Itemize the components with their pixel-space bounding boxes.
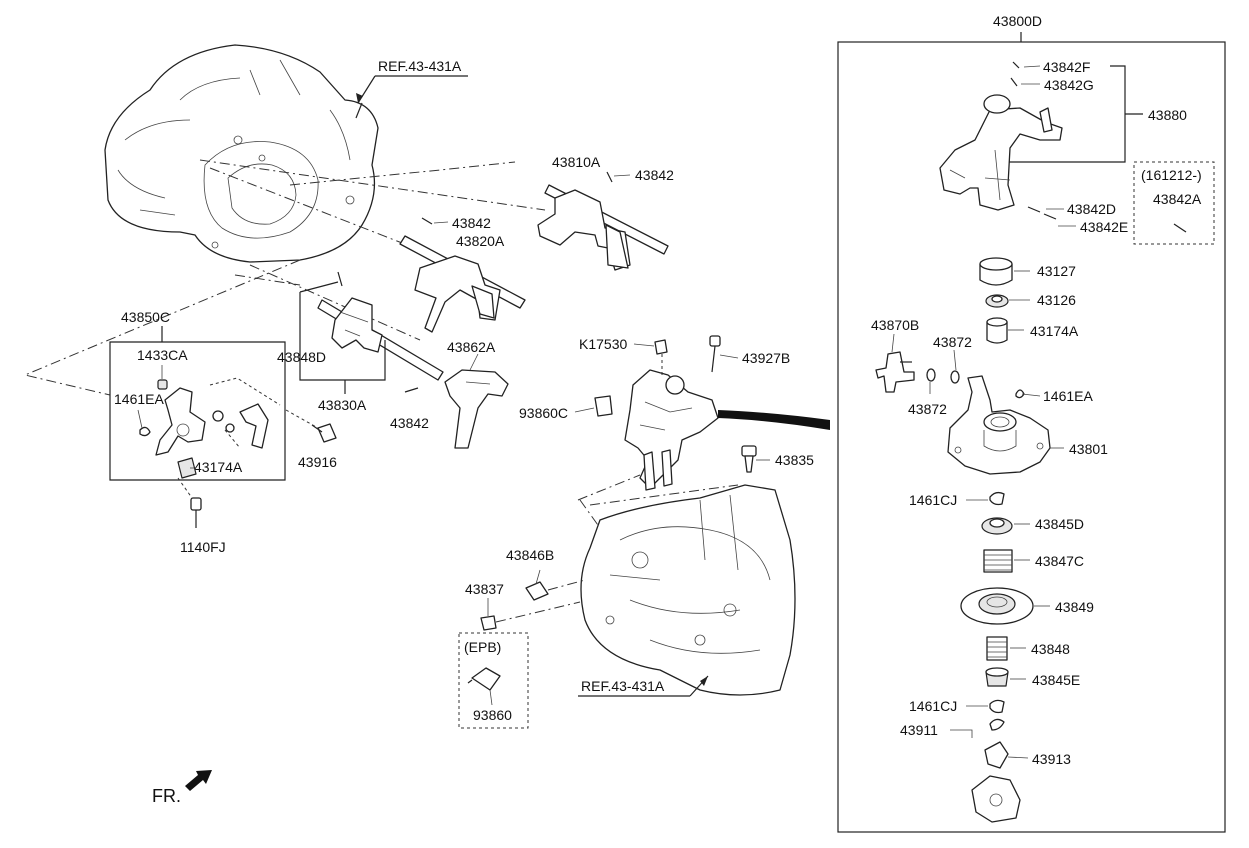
retainer-43845e xyxy=(985,667,1026,687)
spring-43848 xyxy=(986,636,1026,661)
sleeve-43174a-right xyxy=(986,317,1024,344)
clip-1461cj-a xyxy=(966,491,1005,506)
label-43126: 43126 xyxy=(1037,292,1076,308)
label-43837: 43837 xyxy=(465,581,504,597)
label-43842-a: 43842 xyxy=(635,167,674,183)
label-43847C: 43847C xyxy=(1035,553,1084,569)
label-43800D: 43800D xyxy=(993,13,1042,29)
shift-rail-43820a xyxy=(399,235,526,333)
label-43174A-right: 43174A xyxy=(1030,323,1079,339)
bolt-k17530 xyxy=(633,339,668,378)
plug-43837 xyxy=(480,598,581,631)
label-43820A: 43820A xyxy=(456,233,505,249)
ref-label-bottom: REF.43-431A xyxy=(578,675,709,697)
shift-lever-43880 xyxy=(939,94,1063,211)
label-43862A: 43862A xyxy=(447,339,496,355)
label-EPB: (EPB) xyxy=(464,639,501,655)
front-direction-arrow-icon xyxy=(185,770,212,791)
pin-43842-a xyxy=(606,171,631,183)
label-1461EA-left: 1461EA xyxy=(114,391,164,407)
seal-43126 xyxy=(985,294,1030,308)
bushing-43127 xyxy=(979,257,1030,286)
label-43842-c: 43842 xyxy=(390,415,429,431)
label-43845D: 43845D xyxy=(1035,516,1084,532)
bolt-43916 xyxy=(285,409,337,443)
label-43127: 43127 xyxy=(1037,263,1076,279)
orings-43872 xyxy=(926,349,960,394)
label-1461CJ-a: 1461CJ xyxy=(909,492,957,508)
label-43842D: 43842D xyxy=(1067,201,1116,217)
label-1461CJ-b: 1461CJ xyxy=(909,698,957,714)
bolt-43927b xyxy=(709,335,739,373)
bracket-bottom xyxy=(971,775,1021,823)
bolt-43835 xyxy=(741,445,770,473)
label-43911: 43911 xyxy=(900,722,938,738)
transmission-case-top xyxy=(104,44,379,263)
label-93860C: 93860C xyxy=(519,405,568,421)
label-43842F: 43842F xyxy=(1043,59,1090,75)
label-43850C: 43850C xyxy=(121,309,170,325)
plug-43846b xyxy=(525,569,586,601)
label-K17530: K17530 xyxy=(579,336,627,352)
label-43174A-left: 43174A xyxy=(194,459,243,475)
label-43916: 43916 xyxy=(298,454,337,470)
label-43872-bottom: 43872 xyxy=(908,401,947,417)
bracket-43870b xyxy=(875,333,915,393)
label-43830A: 43830A xyxy=(318,397,367,413)
label-43880: 43880 xyxy=(1148,107,1187,123)
housing-43801 xyxy=(947,375,1064,475)
label-43870B: 43870B xyxy=(871,317,919,333)
label-161212: (161212-) xyxy=(1141,167,1202,183)
label-43927B: 43927B xyxy=(742,350,790,366)
shift-fork-43862a xyxy=(444,369,509,449)
ref-label-top: REF.43-431A xyxy=(356,58,468,104)
pin-43848d xyxy=(337,271,343,287)
box-161212 xyxy=(1133,161,1215,245)
epb-box xyxy=(458,632,529,729)
label-43801: 43801 xyxy=(1069,441,1108,457)
pins-43842d-43842e xyxy=(1027,206,1076,227)
label-43846B: 43846B xyxy=(506,547,554,563)
ref-text-bottom: REF.43-431A xyxy=(581,678,665,694)
label-43842-b: 43842 xyxy=(452,215,491,231)
spring-43911 xyxy=(950,718,1005,738)
pins-43842f-43842g xyxy=(1005,61,1143,163)
ref-text-top: REF.43-431A xyxy=(378,58,462,74)
retainer-43845d xyxy=(981,517,1030,535)
label-93860: 93860 xyxy=(473,707,512,723)
label-1433CA: 1433CA xyxy=(137,347,188,363)
label-43872-top: 43872 xyxy=(933,334,972,350)
shift-rail-43810a xyxy=(537,184,669,271)
label-43810A: 43810A xyxy=(552,154,601,170)
transmission-case-bottom xyxy=(580,484,796,696)
lever-43913 xyxy=(984,741,1029,769)
label-43842A: 43842A xyxy=(1153,191,1202,207)
plate-43849 xyxy=(960,587,1050,625)
shift-rail-43830a xyxy=(317,297,444,381)
assembly-box-43800d xyxy=(837,41,1226,833)
label-43845E: 43845E xyxy=(1032,672,1080,688)
bolt-1140fj xyxy=(177,477,202,528)
label-1461EA-right: 1461EA xyxy=(1043,388,1093,404)
label-FR: FR. xyxy=(152,786,181,806)
label-43842G: 43842G xyxy=(1044,77,1094,93)
label-43835: 43835 xyxy=(775,452,814,468)
label-1140FJ: 1140FJ xyxy=(180,539,226,555)
spring-43847c xyxy=(983,549,1030,573)
assembly-box-43850c xyxy=(109,326,286,481)
label-43848D: 43848D xyxy=(277,349,326,365)
pin-43842-b xyxy=(421,217,449,225)
label-43842E: 43842E xyxy=(1080,219,1128,235)
label-43849: 43849 xyxy=(1055,599,1094,615)
shift-control-body xyxy=(624,369,830,491)
sensor-93860c xyxy=(574,395,613,417)
pin-43842-c xyxy=(404,387,419,393)
label-43913: 43913 xyxy=(1032,751,1071,767)
label-43848: 43848 xyxy=(1031,641,1070,657)
lever-43850c xyxy=(137,365,281,479)
clip-1461cj-b xyxy=(966,699,1005,714)
